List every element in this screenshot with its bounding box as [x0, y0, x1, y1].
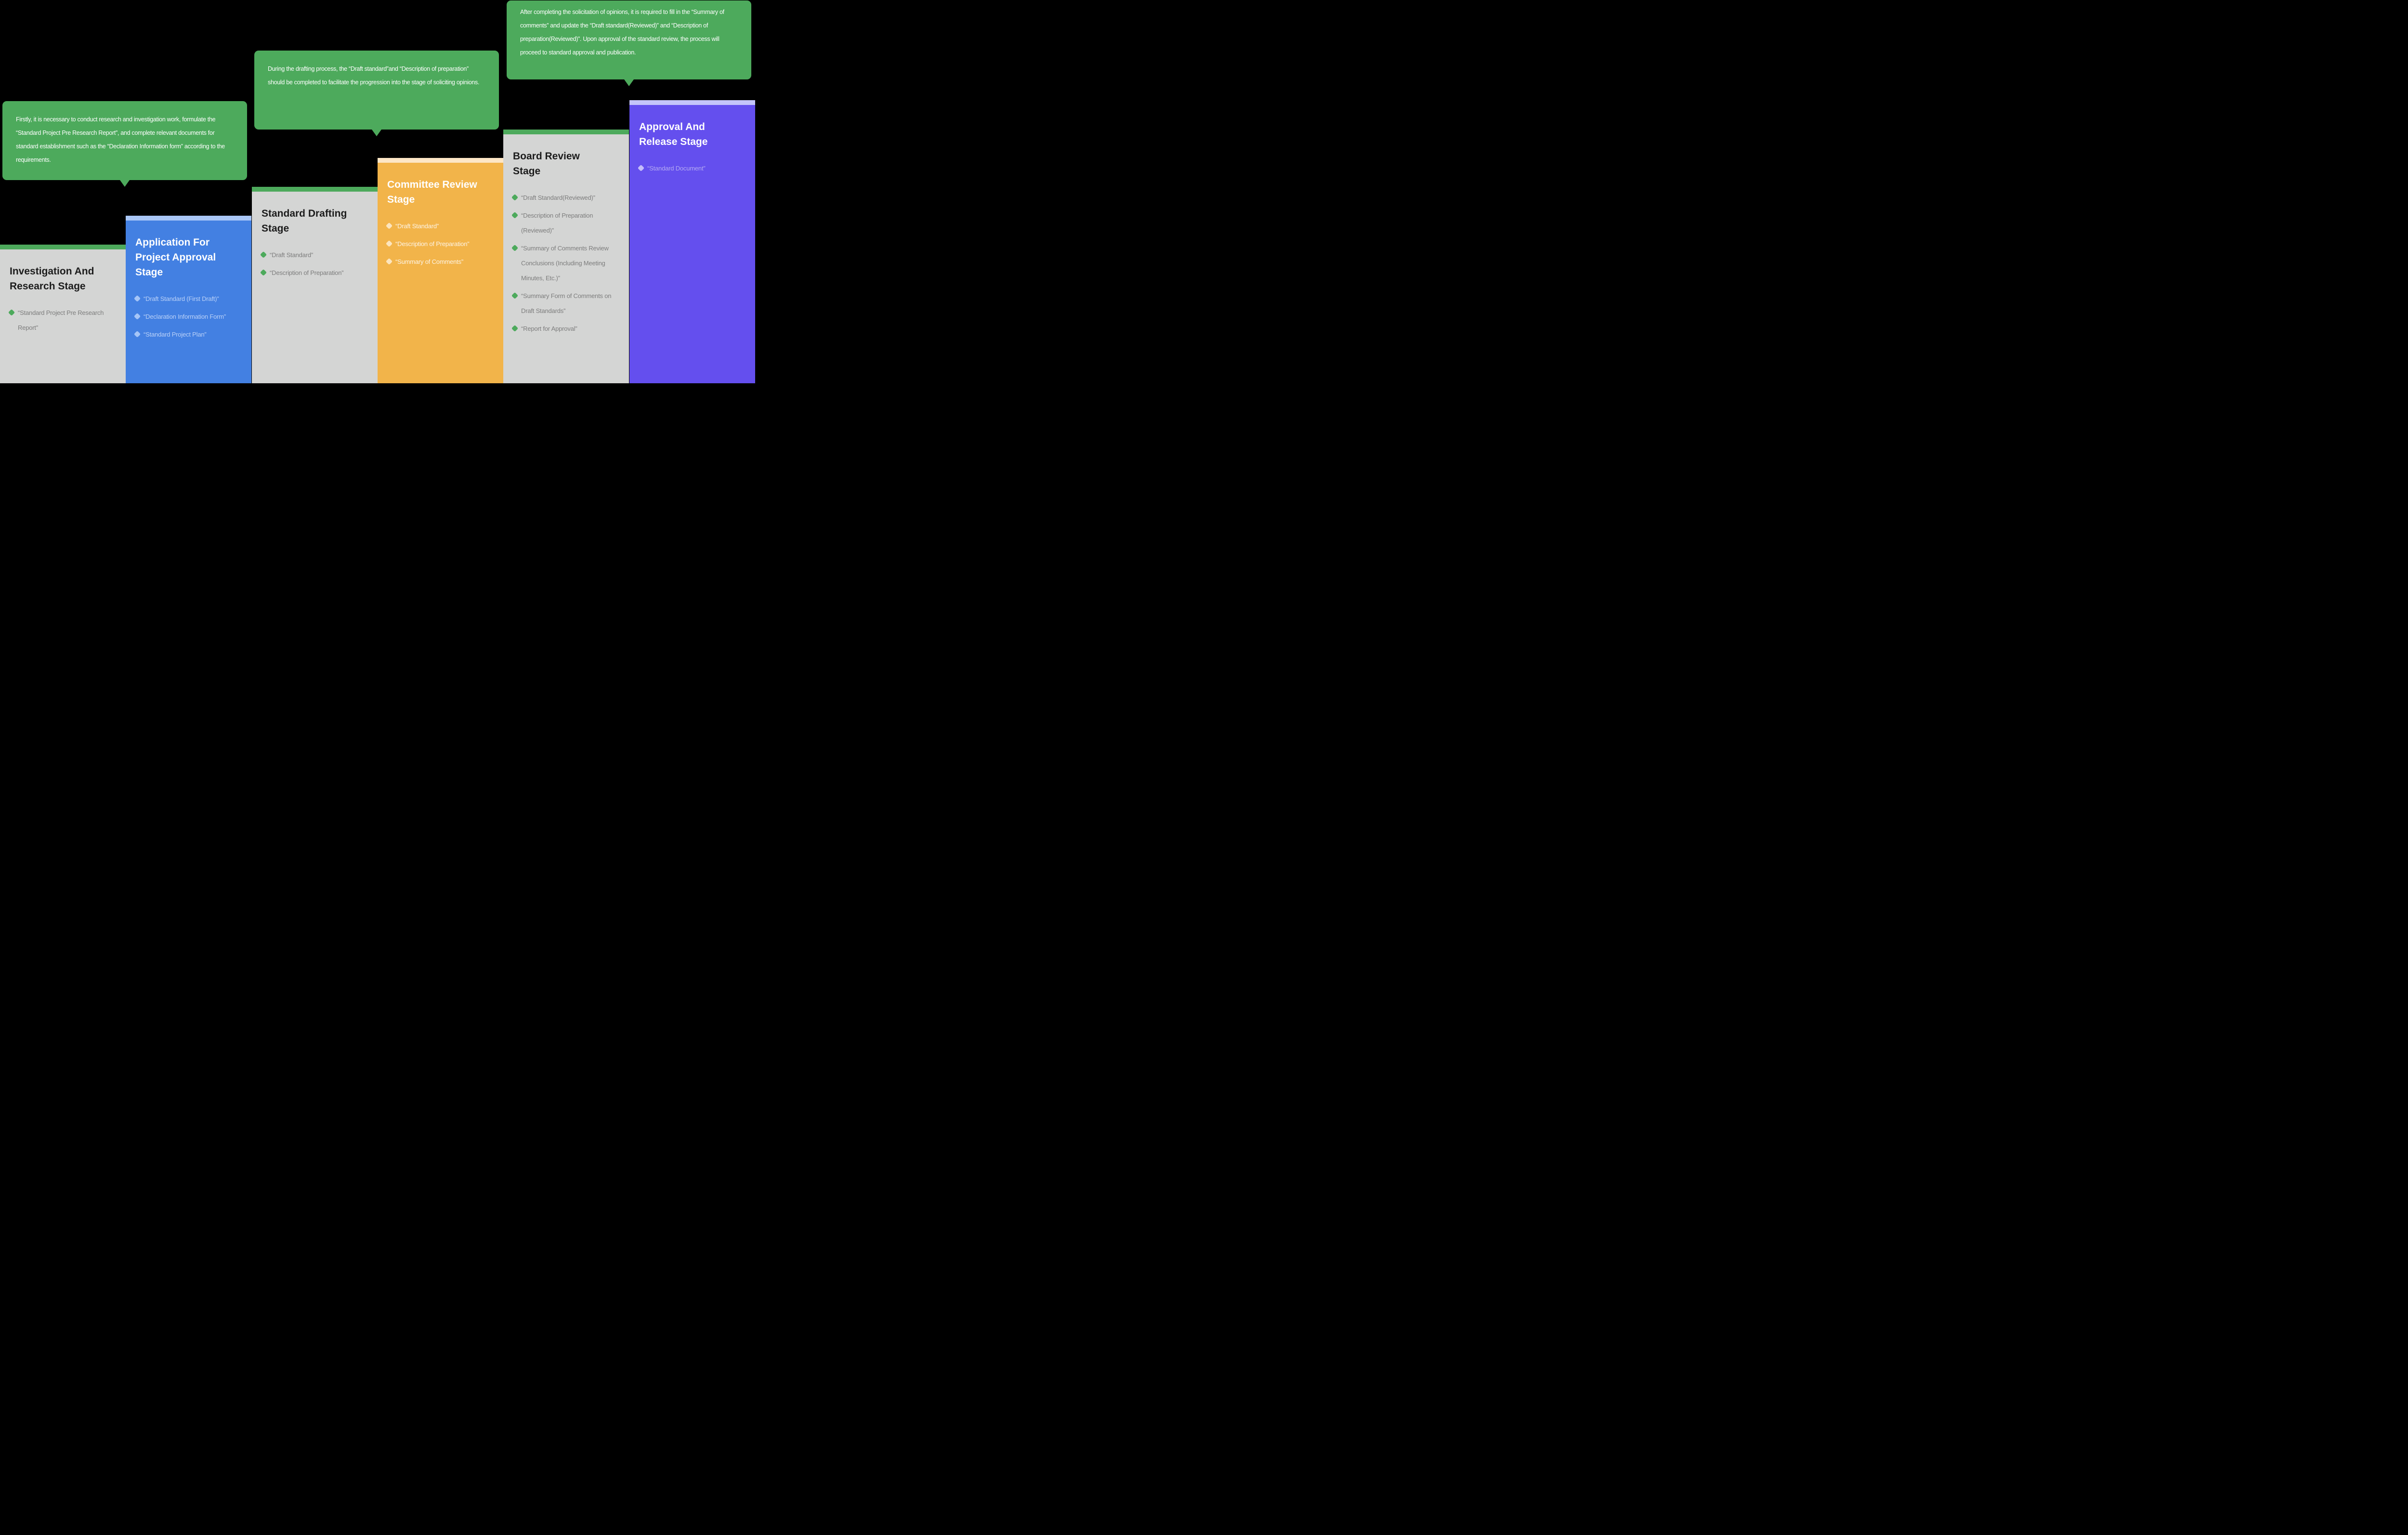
stage-card-board-review: Board Review Stage “Draft Standard(Revie… [503, 130, 629, 383]
stage-item: “Draft Standard (First Draft)” [133, 291, 245, 306]
stage-title: Standard Drafting Stage [262, 208, 347, 234]
stage-title: Investigation And Research Stage [10, 266, 94, 292]
callout-bubble-drafting: During the drafting process, the “Draft … [254, 51, 499, 136]
stage-item-text: “Standard Project Plan” [144, 331, 207, 338]
stage-item-text: “Report for Approval” [521, 325, 577, 332]
stage-item-text: “Standard Project Pre Research Report” [18, 309, 104, 331]
callout-text: After completing the solicitation of opi… [520, 9, 724, 56]
card-accent-stripe [126, 216, 251, 221]
card-accent-stripe [378, 158, 503, 163]
bubble-tail-icon [120, 180, 130, 187]
card-body: Standard Drafting Stage “Draft Standard”… [252, 192, 378, 383]
callout-bubble-investigation: Firstly, it is necessary to conduct rese… [2, 101, 247, 187]
diamond-bullet-icon [260, 269, 267, 276]
stage-title: Approval And Release Stage [639, 121, 708, 147]
stage-title: Committee Review Stage [387, 179, 477, 205]
stage-item-text: “Description of Preparation” [270, 269, 344, 276]
bubble-tail-icon [372, 130, 381, 136]
diamond-bullet-icon [511, 325, 519, 332]
stage-title: Application For Project Approval Stage [135, 237, 216, 278]
card-accent-stripe [629, 100, 755, 105]
diamond-bullet-icon [385, 222, 393, 230]
stage-item-text: “Standard Document” [647, 165, 706, 172]
stage-item: “Declaration Information Form” [133, 309, 245, 324]
stage-item-list: “Draft Standard (First Draft)” “Declarat… [133, 291, 245, 342]
diamond-bullet-icon [637, 164, 645, 172]
stage-item-text: “Summary Form of Comments on Draft Stand… [521, 292, 612, 314]
card-accent-stripe [252, 187, 378, 192]
stage-item: “Summary Form of Comments on Draft Stand… [511, 288, 622, 318]
stage-item: “Summary of Comments” [385, 254, 497, 269]
diamond-bullet-icon [511, 194, 519, 201]
stage-item-text: “Summary of Comments” [395, 258, 463, 265]
stage-card-committee-review: Committee Review Stage “Draft Standard” … [378, 158, 503, 383]
diamond-bullet-icon [511, 244, 519, 252]
stage-item: “Draft Standard” [260, 247, 371, 262]
stage-card-standard-drafting: Standard Drafting Stage “Draft Standard”… [252, 187, 378, 383]
stage-item: “Draft Standard” [385, 219, 497, 234]
diamond-bullet-icon [385, 258, 393, 265]
callout-text: Firstly, it is necessary to conduct rese… [16, 116, 225, 163]
card-body: Approval And Release Stage “Standard Doc… [629, 105, 755, 383]
card-body: Committee Review Stage “Draft Standard” … [378, 163, 503, 383]
stage-item-text: “Draft Standard” [395, 222, 439, 230]
stage-item: “Report for Approval” [511, 321, 622, 336]
stage-item-list: “Standard Project Pre Research Report” [8, 305, 119, 335]
bubble-tail-icon [624, 79, 634, 86]
stage-item-list: “Standard Document” [637, 161, 748, 176]
card-accent-stripe [503, 130, 629, 134]
stage-item: “Description of Preparation” [385, 236, 497, 251]
stage-item-list: “Draft Standard” “Description of Prepara… [260, 247, 371, 280]
stage-item: “Summary of Comments Review Conclusions … [511, 241, 622, 286]
stage-item-text: “Draft Standard(Reviewed)” [521, 194, 595, 201]
card-body: Board Review Stage “Draft Standard(Revie… [503, 134, 629, 383]
diamond-bullet-icon [8, 309, 15, 316]
diamond-bullet-icon [511, 292, 519, 299]
stage-item-list: “Draft Standard(Reviewed)” “Description … [511, 190, 622, 336]
stage-item-text: “Description of Preparation” [395, 240, 470, 247]
stage-item: “Draft Standard(Reviewed)” [511, 190, 622, 205]
diamond-bullet-icon [511, 211, 519, 219]
stage-item-list: “Draft Standard” “Description of Prepara… [385, 219, 497, 269]
diamond-bullet-icon [133, 312, 141, 320]
stage-item-text: “Declaration Information Form” [144, 313, 226, 320]
stage-card-application-for-project-approval: Application For Project Approval Stage “… [126, 216, 251, 383]
card-accent-stripe [0, 245, 126, 249]
callout-text: During the drafting process, the “Draft … [268, 65, 480, 86]
stage-item: “Standard Project Pre Research Report” [8, 305, 119, 335]
stage-title: Board Review Stage [513, 151, 580, 177]
diamond-bullet-icon [133, 330, 141, 338]
process-flow-diagram: Firstly, it is necessary to conduct rese… [0, 0, 755, 383]
stage-card-investigation-and-research: Investigation And Research Stage “Standa… [0, 245, 126, 383]
stage-item-text: “Description of Preparation (Reviewed)” [521, 212, 593, 234]
callout-bubble-review: After completing the solicitation of opi… [507, 0, 751, 86]
stage-item: “Description of Preparation” [260, 265, 371, 280]
card-body: Investigation And Research Stage “Standa… [0, 249, 126, 383]
stage-item-text: “Draft Standard (First Draft)” [144, 295, 219, 302]
stage-item: “Description of Preparation (Reviewed)” [511, 208, 622, 238]
stage-item-text: “Draft Standard” [270, 251, 314, 259]
diamond-bullet-icon [385, 240, 393, 247]
card-body: Application For Project Approval Stage “… [126, 221, 251, 383]
stage-item: “Standard Document” [637, 161, 748, 176]
diamond-bullet-icon [133, 295, 141, 302]
stage-item-text: “Summary of Comments Review Conclusions … [521, 245, 609, 282]
stage-item: “Standard Project Plan” [133, 327, 245, 342]
stage-card-approval-and-release: Approval And Release Stage “Standard Doc… [629, 100, 755, 383]
diamond-bullet-icon [260, 251, 267, 259]
